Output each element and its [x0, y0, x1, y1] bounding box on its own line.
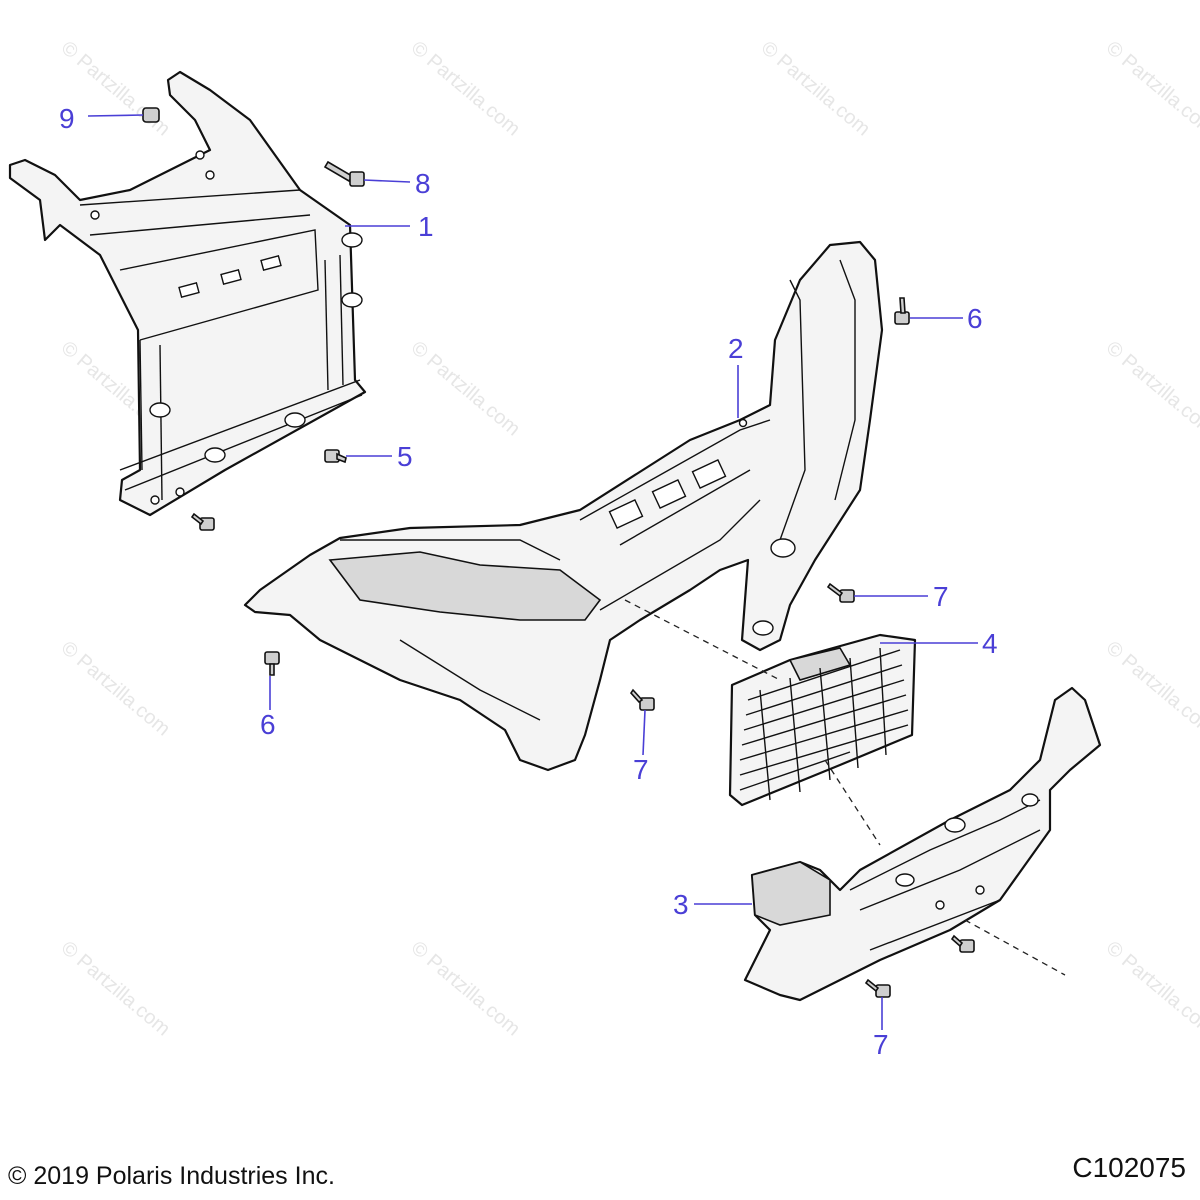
screw-5	[324, 449, 347, 464]
screw-7-bottom	[864, 978, 891, 998]
bolt-8	[323, 160, 365, 187]
watermark: © Partzilla.com	[1102, 37, 1200, 140]
leader-lines	[87, 114, 978, 1030]
fasteners	[142, 107, 975, 998]
mesh-grille-part	[728, 633, 917, 807]
callout-7: 7	[633, 754, 649, 785]
watermark: © Partzilla.com	[57, 637, 174, 740]
callout-9: 9	[59, 103, 75, 134]
watermark: © Partzilla.com	[407, 937, 524, 1040]
watermark: © Partzilla.com	[1102, 637, 1200, 740]
screw-7-middle	[629, 688, 655, 711]
nut-9	[142, 107, 160, 123]
callout-6: 6	[967, 303, 983, 334]
watermark: © Partzilla.com	[1102, 337, 1200, 440]
frame-bracket-part	[8, 70, 367, 517]
assembly-lines	[624, 599, 1066, 976]
callout-4: 4	[982, 628, 998, 659]
callout-6: 6	[260, 709, 276, 740]
callout-1: 1	[418, 211, 434, 242]
watermark: © Partzilla.com	[57, 937, 174, 1040]
callout-8: 8	[415, 168, 431, 199]
screw-6-lower	[264, 651, 280, 676]
watermark: © Partzilla.com	[1102, 937, 1200, 1040]
callout-7: 7	[873, 1029, 889, 1060]
callout-2: 2	[728, 333, 744, 364]
watermark: © Partzilla.com	[407, 337, 524, 440]
callout-7: 7	[933, 581, 949, 612]
screw-7-skid	[950, 934, 975, 953]
callouts: 9 8 1 2 6 5 7 4 6 7 3 7	[59, 103, 998, 1060]
screw-7-right	[826, 582, 855, 603]
watermark: © Partzilla.com	[757, 37, 874, 140]
callout-5: 5	[397, 441, 413, 472]
bumper-body-part	[243, 240, 884, 772]
watermark: © Partzilla.com	[407, 37, 524, 140]
diagram-code: C102075	[1072, 1152, 1186, 1183]
copyright-notice: © 2019 Polaris Industries Inc.	[8, 1162, 335, 1190]
screw-6-upper	[894, 297, 910, 325]
screw-frame-bottom	[190, 512, 215, 531]
lower-skid-part	[743, 686, 1102, 1002]
callout-3: 3	[673, 889, 689, 920]
